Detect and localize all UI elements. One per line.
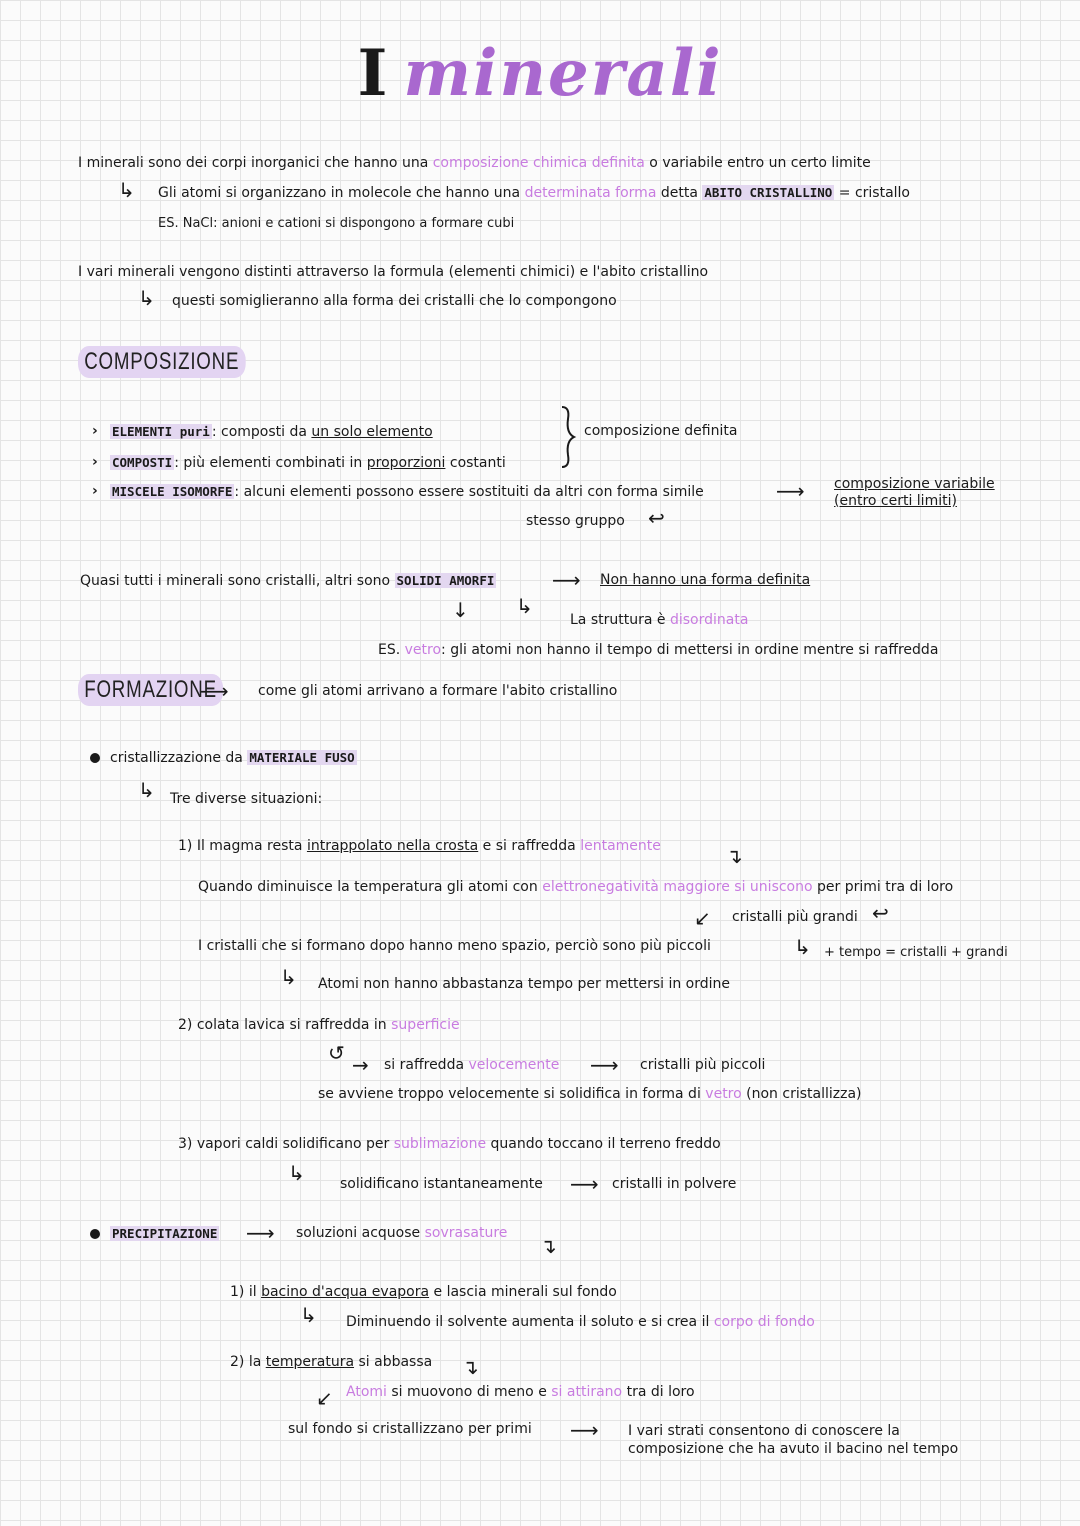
item-miscele-isomorfe: MISCELE ISOMORFE: alcuni elementi posson… <box>110 484 704 500</box>
curved-arrow-icon: ↳ <box>118 178 135 202</box>
cristalli-piu-grandi: cristalli più grandi <box>732 909 858 925</box>
curved-arrow-icon: ↺ <box>328 1041 345 1065</box>
intro-atoms: Gli atomi si organizzano in molecole che… <box>158 185 910 201</box>
vetro-example: ES. vetro: gli atomi non hanno il tempo … <box>378 642 939 658</box>
chevron-right-icon: › <box>92 483 98 499</box>
curved-arrow-icon: ↳ <box>138 286 155 310</box>
situazione-2: 2) colata lavica si raffredda in superfi… <box>178 1017 460 1033</box>
fondo-cristallizzano: sul fondo si cristallizzano per primi <box>288 1421 532 1437</box>
formazione-description: come gli atomi arrivano a formare l'abit… <box>258 683 618 699</box>
curved-arrow-icon: ↴ <box>462 1355 479 1379</box>
curved-arrow-icon: ↩ <box>648 506 665 530</box>
cristalli-in-polvere: cristalli in polvere <box>612 1176 737 1192</box>
curved-arrow-icon: ↙ <box>316 1386 333 1410</box>
raffredda-velocemente: si raffredda velocemente <box>384 1057 560 1073</box>
curved-arrow-icon: ↙ <box>694 906 711 930</box>
precipitazione-2: 2) la temperatura si abbassa <box>230 1354 433 1370</box>
situazione-3: 3) vapori caldi solidificano per sublima… <box>178 1136 721 1152</box>
section-heading-composizione: COMPOSIZIONE <box>78 346 246 378</box>
curved-arrow-icon: ↳ <box>300 1303 317 1327</box>
arrow-right-icon: ⟶ <box>776 479 805 503</box>
intro-distinction: I vari minerali vengono distinti attrave… <box>78 264 709 280</box>
atomi-si-attirano: Atomi si muovono di meno e si attirano t… <box>346 1384 695 1400</box>
variable-composition-limit: (entro certi limiti) <box>834 493 957 509</box>
solidificano-istantaneamente: solidificano istantaneamente <box>340 1176 543 1192</box>
arrow-right-icon: ⟶ <box>200 679 229 703</box>
variable-composition: composizione variabile <box>834 476 995 492</box>
bullet-icon <box>90 1229 100 1239</box>
strati-composizione: composizione che ha avuto il bacino nel … <box>628 1441 959 1457</box>
arrow-down-icon: ↓ <box>452 598 469 622</box>
tempo-grandi-note: + tempo = cristalli + grandi <box>824 945 1008 960</box>
atomi-non-ordine: Atomi non hanno abbastanza tempo per met… <box>318 976 731 992</box>
intro-definition: I minerali sono dei corpi inorganici che… <box>78 155 871 171</box>
curly-brace-icon <box>561 406 577 468</box>
arrow-right-icon: ⟶ <box>552 568 581 592</box>
curved-arrow-icon: ↳ <box>794 935 811 959</box>
curved-arrow-icon: ↳ <box>280 965 297 989</box>
amorfi-statement: Quasi tutti i minerali sono cristalli, a… <box>80 573 497 589</box>
precipitazione-label: PRECIPITAZIONE <box>110 1226 220 1241</box>
item-composti: COMPOSTI: più elementi combinati in prop… <box>110 455 506 471</box>
section-heading-formazione: FORMAZIONE <box>78 674 224 706</box>
arrow-right-icon: ⟶ <box>570 1172 599 1196</box>
situazione-1-piccoli: I cristalli che si formano dopo hanno me… <box>198 938 711 954</box>
curved-arrow-icon: ↴ <box>726 844 743 868</box>
bullet-icon <box>90 753 100 763</box>
struttura-disordinata: La struttura è disordinata <box>570 612 749 628</box>
precipitazione-1: 1) il bacino d'acqua evapora e lascia mi… <box>230 1284 617 1300</box>
curved-arrow-icon: ↳ <box>138 778 155 802</box>
arrow-right-icon: ⟶ <box>570 1418 599 1442</box>
situazione-1-elettronegativita: Quando diminuisce la temperatura gli ato… <box>198 879 954 895</box>
cristalli-piu-piccoli: cristalli più piccoli <box>640 1057 766 1073</box>
arrow-right-icon: → <box>352 1053 369 1077</box>
arrow-right-icon: ⟶ <box>246 1221 275 1245</box>
curved-arrow-icon: ↳ <box>288 1161 305 1185</box>
chevron-right-icon: › <box>92 454 98 470</box>
stesso-gruppo-note: stesso gruppo <box>526 513 625 529</box>
strati-conoscere: I vari strati consentono di conoscere la <box>628 1423 900 1439</box>
situazione-2-vetro: se avviene troppo velocemente si solidif… <box>318 1086 862 1102</box>
corpo-di-fondo: Diminuendo il solvente aumenta il soluto… <box>346 1314 815 1330</box>
intro-shape-note: questi somiglieranno alla forma dei cris… <box>172 293 617 309</box>
intro-example: ES. NaCl: anioni e cationi si dispongono… <box>158 216 515 231</box>
item-elementi-puri: ELEMENTI puri: composti da un solo eleme… <box>110 424 433 440</box>
curved-arrow-icon: ↴ <box>540 1234 557 1258</box>
brace-label: composizione definita <box>584 423 738 439</box>
curved-arrow-icon: ↩ <box>872 901 889 925</box>
curved-arrow-icon: ↳ <box>516 594 533 618</box>
cristallizzazione-materiale-fuso: cristallizzazione da MATERIALE FUSO <box>110 750 357 766</box>
situazione-1: 1) Il magma resta intrappolato nella cro… <box>178 838 661 854</box>
arrow-right-icon: ⟶ <box>590 1053 619 1077</box>
chevron-right-icon: › <box>92 423 98 439</box>
tre-situazioni: Tre diverse situazioni: <box>170 791 323 807</box>
soluzioni-sovrasature: soluzioni acquose sovrasature <box>296 1225 508 1241</box>
amorfi-result: Non hanno una forma definita <box>600 572 811 588</box>
